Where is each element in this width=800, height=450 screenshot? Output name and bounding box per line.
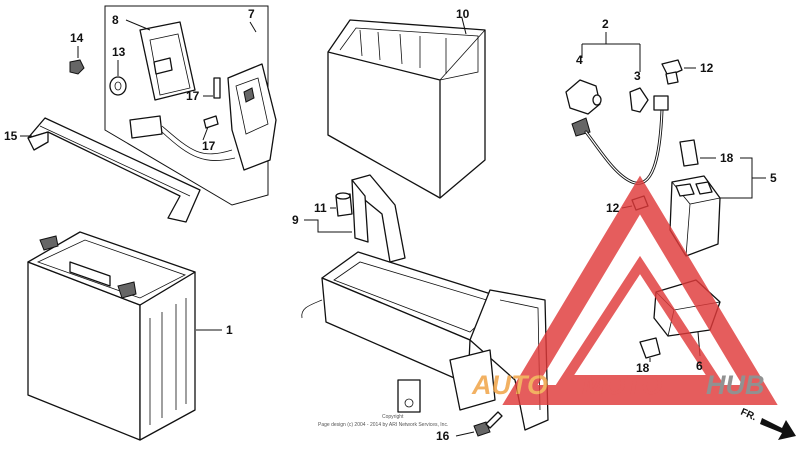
callout-7: 7 <box>248 7 255 21</box>
battery-cable <box>565 32 669 185</box>
callout-18-bottom: 18 <box>636 361 650 375</box>
copyright-line-2: Page design (c) 2004 - 2014 by ARI Netwo… <box>318 422 448 428</box>
callout-16: 16 <box>436 429 450 443</box>
fuse-18-bottom <box>639 337 661 362</box>
battery-box <box>301 174 549 431</box>
battery-case <box>327 17 486 199</box>
front-arrow-icon <box>760 418 796 440</box>
watermark-logo: AUTO MOTO HUB <box>471 175 778 405</box>
callout-5: 5 <box>770 171 777 185</box>
callout-15: 15 <box>4 129 18 143</box>
callout-8: 8 <box>112 13 119 27</box>
watermark-text-auto: AUTO <box>471 370 548 400</box>
callout-6: 6 <box>696 359 703 373</box>
fuse-box <box>669 139 766 257</box>
battery <box>27 231 222 441</box>
callout-2: 2 <box>602 17 609 31</box>
callout-13: 13 <box>112 45 126 59</box>
front-direction-indicator: FR. <box>739 407 796 440</box>
callout-10: 10 <box>456 7 470 21</box>
callout-12-mid: 12 <box>606 201 620 215</box>
relay-assembly-box <box>104 5 277 206</box>
callout-3: 3 <box>634 69 641 83</box>
callout-4: 4 <box>576 53 583 67</box>
battery-band <box>20 117 201 223</box>
callout-12-top: 12 <box>700 61 714 75</box>
collar-11 <box>330 192 353 217</box>
bolt-16 <box>455 411 503 437</box>
nut-14 <box>69 46 85 75</box>
callout-14: 14 <box>70 31 84 45</box>
copyright-line-1: Copyright <box>382 414 404 420</box>
watermark-text-hub: HUB <box>706 370 765 400</box>
callout-9: 9 <box>292 213 299 227</box>
callout-11: 11 <box>314 201 327 215</box>
watermark-text-moto: MOTO <box>582 370 663 400</box>
cushion-13 <box>109 60 127 96</box>
bolt-12-top <box>661 59 696 85</box>
callout-17-bottom: 17 <box>202 139 216 153</box>
callout-18-top: 18 <box>720 151 734 165</box>
callout-1: 1 <box>226 323 233 337</box>
callout-17-top: 17 <box>186 89 200 103</box>
front-direction-label: FR. <box>739 407 758 424</box>
